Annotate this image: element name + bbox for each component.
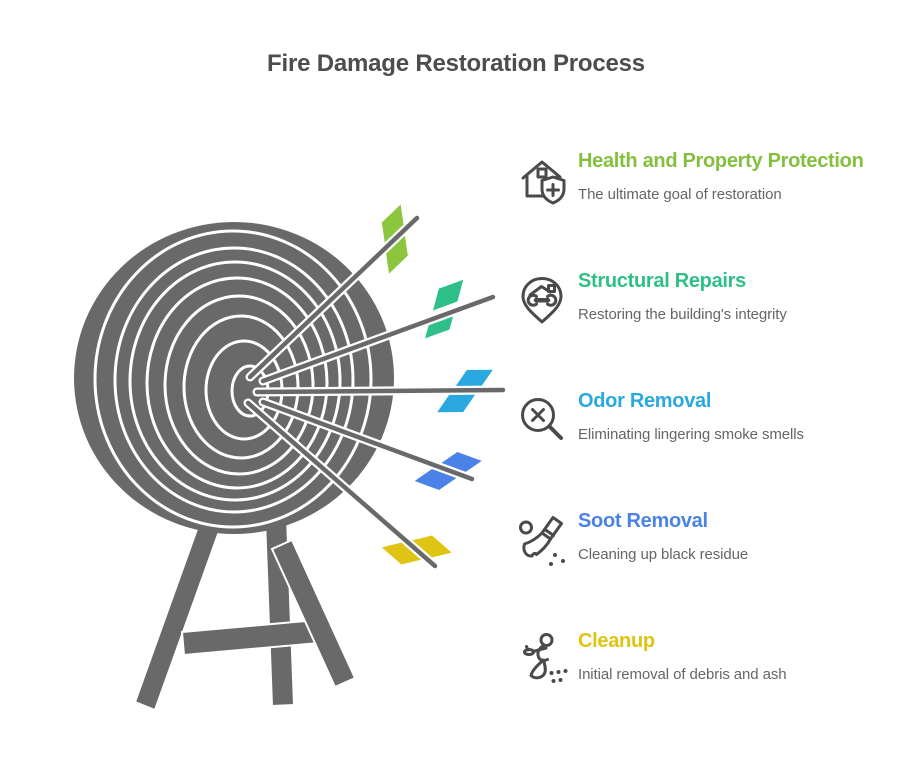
pin-wrench-icon	[513, 270, 573, 332]
step-subtitle: The ultimate goal of restoration	[578, 186, 782, 203]
target-illustration	[36, 200, 508, 720]
arrow-lime-fletching	[381, 204, 408, 274]
step-structural-repairs: Structural Repairs Restoring the buildin…	[513, 270, 903, 380]
step-subtitle: Cleaning up black residue	[578, 546, 749, 563]
step-soot-removal: Soot Removal Cleaning up black residue	[513, 510, 903, 620]
step-subtitle: Eliminating lingering smoke smells	[578, 426, 804, 443]
stand-leg-right	[270, 538, 357, 689]
step-odor-removal: Odor Removal Eliminating lingering smoke…	[513, 390, 903, 500]
arrow-lime	[245, 204, 422, 382]
step-title: Structural Repairs	[578, 270, 746, 292]
arrow-blue	[258, 397, 482, 490]
step-subtitle: Initial removal of debris and ash	[578, 666, 787, 683]
step-title: Soot Removal	[578, 510, 708, 532]
arrow-cyan-fletching	[437, 369, 493, 413]
target-svg	[74, 204, 508, 712]
target-stand	[133, 477, 357, 712]
arrow-cyan	[252, 369, 508, 413]
arrow-yellow-fletching	[381, 535, 452, 565]
magnifier-x-icon	[513, 390, 573, 452]
arrow-emerald	[258, 279, 498, 386]
step-title: Odor Removal	[578, 390, 712, 412]
step-cleanup: Cleanup Initial removal of debris and as…	[513, 630, 903, 740]
step-subtitle: Restoring the building's integrity	[578, 306, 787, 323]
arrow-yellow	[243, 398, 452, 571]
step-health-protection: Health and Property Protection The ultim…	[513, 150, 903, 260]
page-title: Fire Damage Restoration Process	[267, 50, 645, 77]
sweeper-person-icon	[513, 630, 573, 692]
step-title: Health and Property Protection	[578, 150, 864, 172]
step-title: Cleanup	[578, 630, 655, 652]
brush-icon	[513, 510, 573, 572]
house-shield-icon	[513, 150, 573, 212]
